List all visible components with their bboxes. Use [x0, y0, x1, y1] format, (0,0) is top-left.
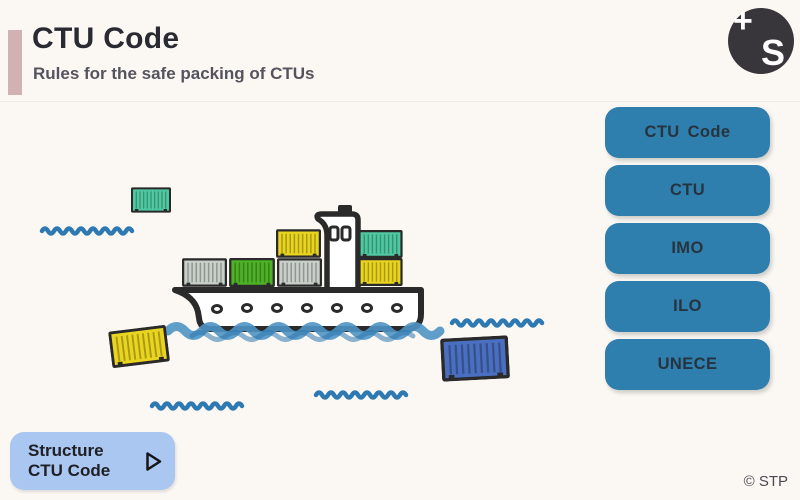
menu-button-imo[interactable]: IMO — [605, 223, 770, 274]
play-icon — [146, 451, 162, 471]
copyright-text: © STP — [743, 473, 788, 490]
deck-containers — [182, 229, 403, 287]
menu-button-ctu-code[interactable]: CTU Code — [605, 107, 770, 158]
wave-line — [452, 321, 542, 326]
logo-plus-glyph: + — [733, 2, 753, 40]
floating-container-teal — [131, 187, 171, 213]
bridge-window — [340, 225, 352, 242]
water-under-ship — [163, 322, 445, 342]
menu-button-ilo[interactable]: ILO — [605, 281, 770, 332]
menu-button-ctu[interactable]: CTU — [605, 165, 770, 216]
action-label-line2: CTU Code — [28, 461, 111, 480]
portholes — [211, 303, 403, 314]
ship-funnel — [338, 205, 352, 216]
accent-bar — [8, 30, 22, 95]
structure-ctu-code-button[interactable]: Structure CTU Code — [10, 432, 175, 490]
wave-line — [316, 393, 406, 398]
menu-button-unece[interactable]: UNECE — [605, 339, 770, 390]
wave-line — [42, 229, 132, 234]
action-label-line1: Structure — [28, 441, 104, 460]
brand-logo: + S — [728, 2, 794, 74]
floating-container-yellow — [108, 324, 170, 369]
header-divider — [0, 101, 800, 102]
bridge-window — [328, 225, 340, 242]
page-subtitle: Rules for the safe packing of CTUs — [33, 64, 315, 83]
wave-line — [152, 404, 242, 409]
topic-menu: CTU Code CTU IMO ILO UNECE — [605, 107, 770, 390]
ship-bridge — [314, 205, 361, 293]
floating-container-blue — [440, 335, 510, 382]
logo-s-glyph: S — [761, 32, 786, 73]
page-title: CTU Code — [32, 22, 180, 55]
